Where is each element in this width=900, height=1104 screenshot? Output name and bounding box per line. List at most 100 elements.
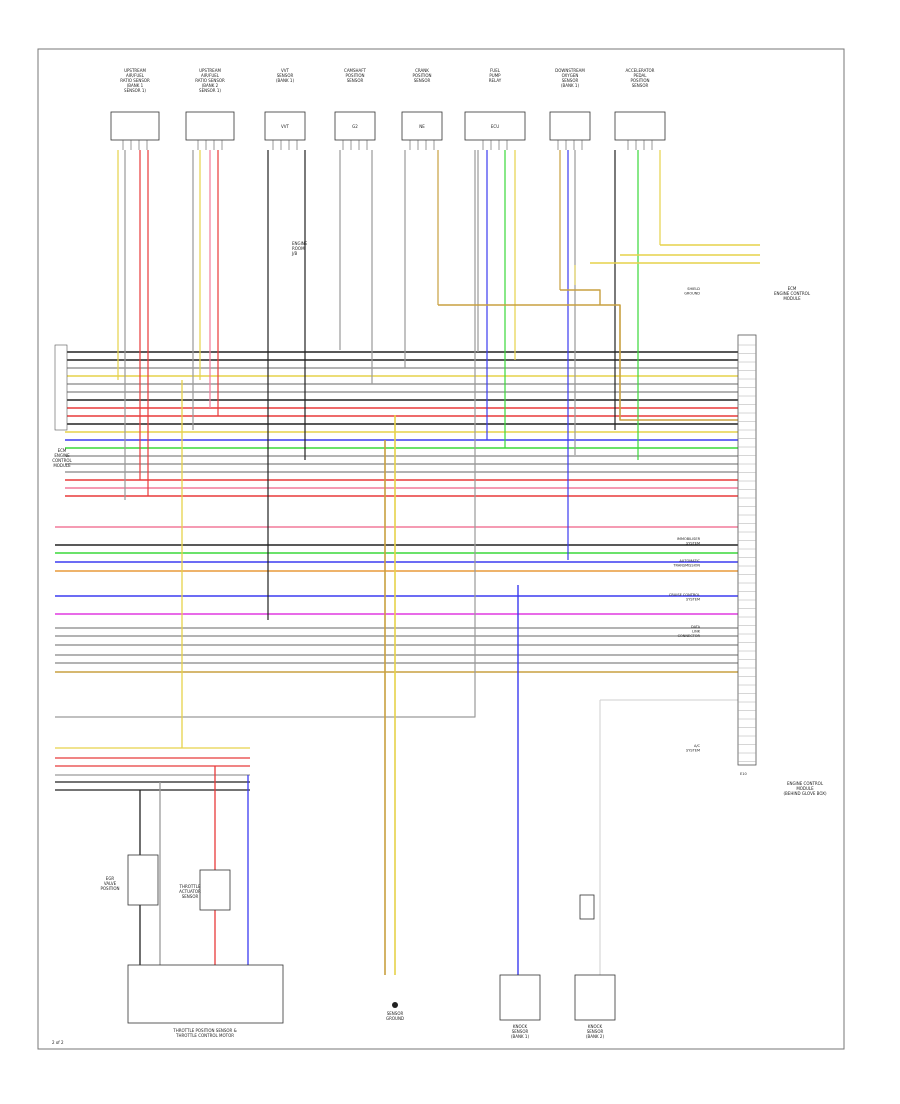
top-component-label-c1-line: RATIO SENSOR xyxy=(120,78,150,83)
right-side-label-r5-line: LINK xyxy=(692,630,701,634)
throttle-body-box xyxy=(127,964,284,1024)
right-side-label-r2-line: SYSTEM xyxy=(686,542,700,546)
ecm-footer-line: (BEHIND GLOVE BOX) xyxy=(783,791,826,796)
top-component-label-c2-line: SENSOR 1) xyxy=(199,88,221,93)
top-component-label-c5-line: SENSOR xyxy=(414,78,431,83)
sensor-box-text-c4: G2 xyxy=(352,124,358,129)
top-component-label-c8-line: SENSOR xyxy=(632,83,649,88)
sensor-ground-box xyxy=(579,894,595,920)
sensor-box-c8 xyxy=(614,111,666,141)
bottom-component-label-b2-line: POSITION xyxy=(100,886,119,891)
right-side-label-r1-line: SHIELD xyxy=(687,287,700,291)
top-component-label-c1-line: SENSOR 1) xyxy=(124,88,146,93)
left-connector-block xyxy=(54,344,68,431)
egr-valve-box xyxy=(127,854,159,906)
top-component-label-c1-line: UPSTREAM xyxy=(124,68,146,73)
top-component-label-c7-line: DOWNSTREAM xyxy=(555,68,585,73)
top-component-label-c8-line: ACCELERATOR xyxy=(626,68,655,73)
wires-layer xyxy=(55,150,760,975)
sensor-box-text-c3: VVT xyxy=(281,124,289,129)
top-component-label-c3-line: (BANK 1) xyxy=(276,78,294,83)
top-component-label-c3-line: VVT xyxy=(281,68,289,73)
top-component-label-c4-line: POSITION xyxy=(345,73,364,78)
top-component-label-c5-line: POSITION xyxy=(412,73,431,78)
sensor-box-c3 xyxy=(264,111,306,141)
bottom-component-label-b1: THROTTLE POSITION SENSOR &THROTTLE CONTR… xyxy=(172,1028,236,1038)
left-label-l1-line: ENGINE xyxy=(54,453,70,458)
ecm-footer-line: MODULE xyxy=(796,786,814,791)
ecm-connector-block xyxy=(737,334,757,766)
sensor-box-c7 xyxy=(549,111,591,141)
right-side-label-r5-line: DATA xyxy=(691,625,701,629)
mid-label-m1-line: ENGINE xyxy=(292,241,308,246)
right-side-label-r5-line: CONNECTOR xyxy=(678,634,701,638)
bottom-component-label-b3-line: SENSOR xyxy=(512,1029,529,1034)
bottom-component-label-b2-line: EGR xyxy=(106,876,115,881)
right-side-label-r2-line: IMMOBILISER xyxy=(677,537,701,541)
right-side-label-r4-line: SYSTEM xyxy=(686,598,700,602)
connector-box-c2 xyxy=(185,111,235,141)
wire-tan-route xyxy=(438,304,738,421)
left-label-l1-line: CONTROL xyxy=(52,458,72,463)
sensor-box-c6 xyxy=(464,111,526,141)
top-component-label-c1-line: AIR/FUEL xyxy=(126,73,145,78)
ecm-title-line: ECM xyxy=(788,286,797,291)
top-component-label-c6-line: PUMP xyxy=(489,73,501,78)
right-side-label-r4-line: CRUISE CONTROL xyxy=(669,593,700,597)
mid-label-m3-line: THROTTLE xyxy=(179,884,201,889)
left-label-l1-line: MODULE xyxy=(53,463,71,468)
sensor-box-c4 xyxy=(334,111,376,141)
top-component-label-c8-line: POSITION xyxy=(630,78,649,83)
mid-label-m3-line: SENSOR xyxy=(182,894,199,899)
bottom-component-label-b4-line: KNOCK xyxy=(588,1024,603,1029)
signal-wire-mid xyxy=(55,150,476,718)
mid-label-m1-line: J/B xyxy=(291,251,298,256)
top-component-label-c6-line: RELAY xyxy=(489,78,502,83)
top-component-label-c4-line: CAMSHAFT xyxy=(344,68,366,73)
mid-label-m2-line: GROUND xyxy=(386,1016,404,1021)
knock-sensor-2-box xyxy=(574,974,616,1021)
bottom-component-label-b1-line: THROTTLE CONTROL MOTOR xyxy=(175,1033,234,1038)
bottom-component-label-b1-line: THROTTLE POSITION SENSOR & xyxy=(172,1028,236,1033)
top-component-label-c1-line: (BANK 1 xyxy=(127,83,144,88)
top-component-label-c2-line: RATIO SENSOR xyxy=(195,78,225,83)
top-component-label-c2-line: (BANK 2 xyxy=(202,83,219,88)
mid-label-m1-line: ROOM xyxy=(292,246,305,251)
right-side-label-r3-line: TRANSMISSION xyxy=(672,564,700,568)
top-component-label-c8-line: PEDAL xyxy=(634,73,648,78)
ecm-footer-line: ENGINE CONTROL xyxy=(787,781,824,786)
knock-sensor-1-box xyxy=(499,974,541,1021)
sensor-box-text-c5: NE xyxy=(419,124,425,129)
bottom-component-label-b3-line: (BANK 1) xyxy=(511,1034,529,1039)
bottom-component-label-b2-line: VALVE xyxy=(104,881,117,886)
top-component-label-c6-line: FUEL xyxy=(490,68,501,73)
top-component-label-c7-line: OXYGEN xyxy=(562,73,579,78)
bottom-component-label-b4-line: SENSOR xyxy=(587,1029,604,1034)
sensor-box-text-c6: ECU xyxy=(491,124,499,129)
bottom-component-label-b4-line: (BANK 2) xyxy=(586,1034,604,1039)
right-side-label-r6-line: A/C xyxy=(694,744,701,748)
wire-tan-join xyxy=(560,289,601,305)
components-layer xyxy=(54,111,757,1024)
page-label: 2 of 2 xyxy=(52,1040,64,1045)
